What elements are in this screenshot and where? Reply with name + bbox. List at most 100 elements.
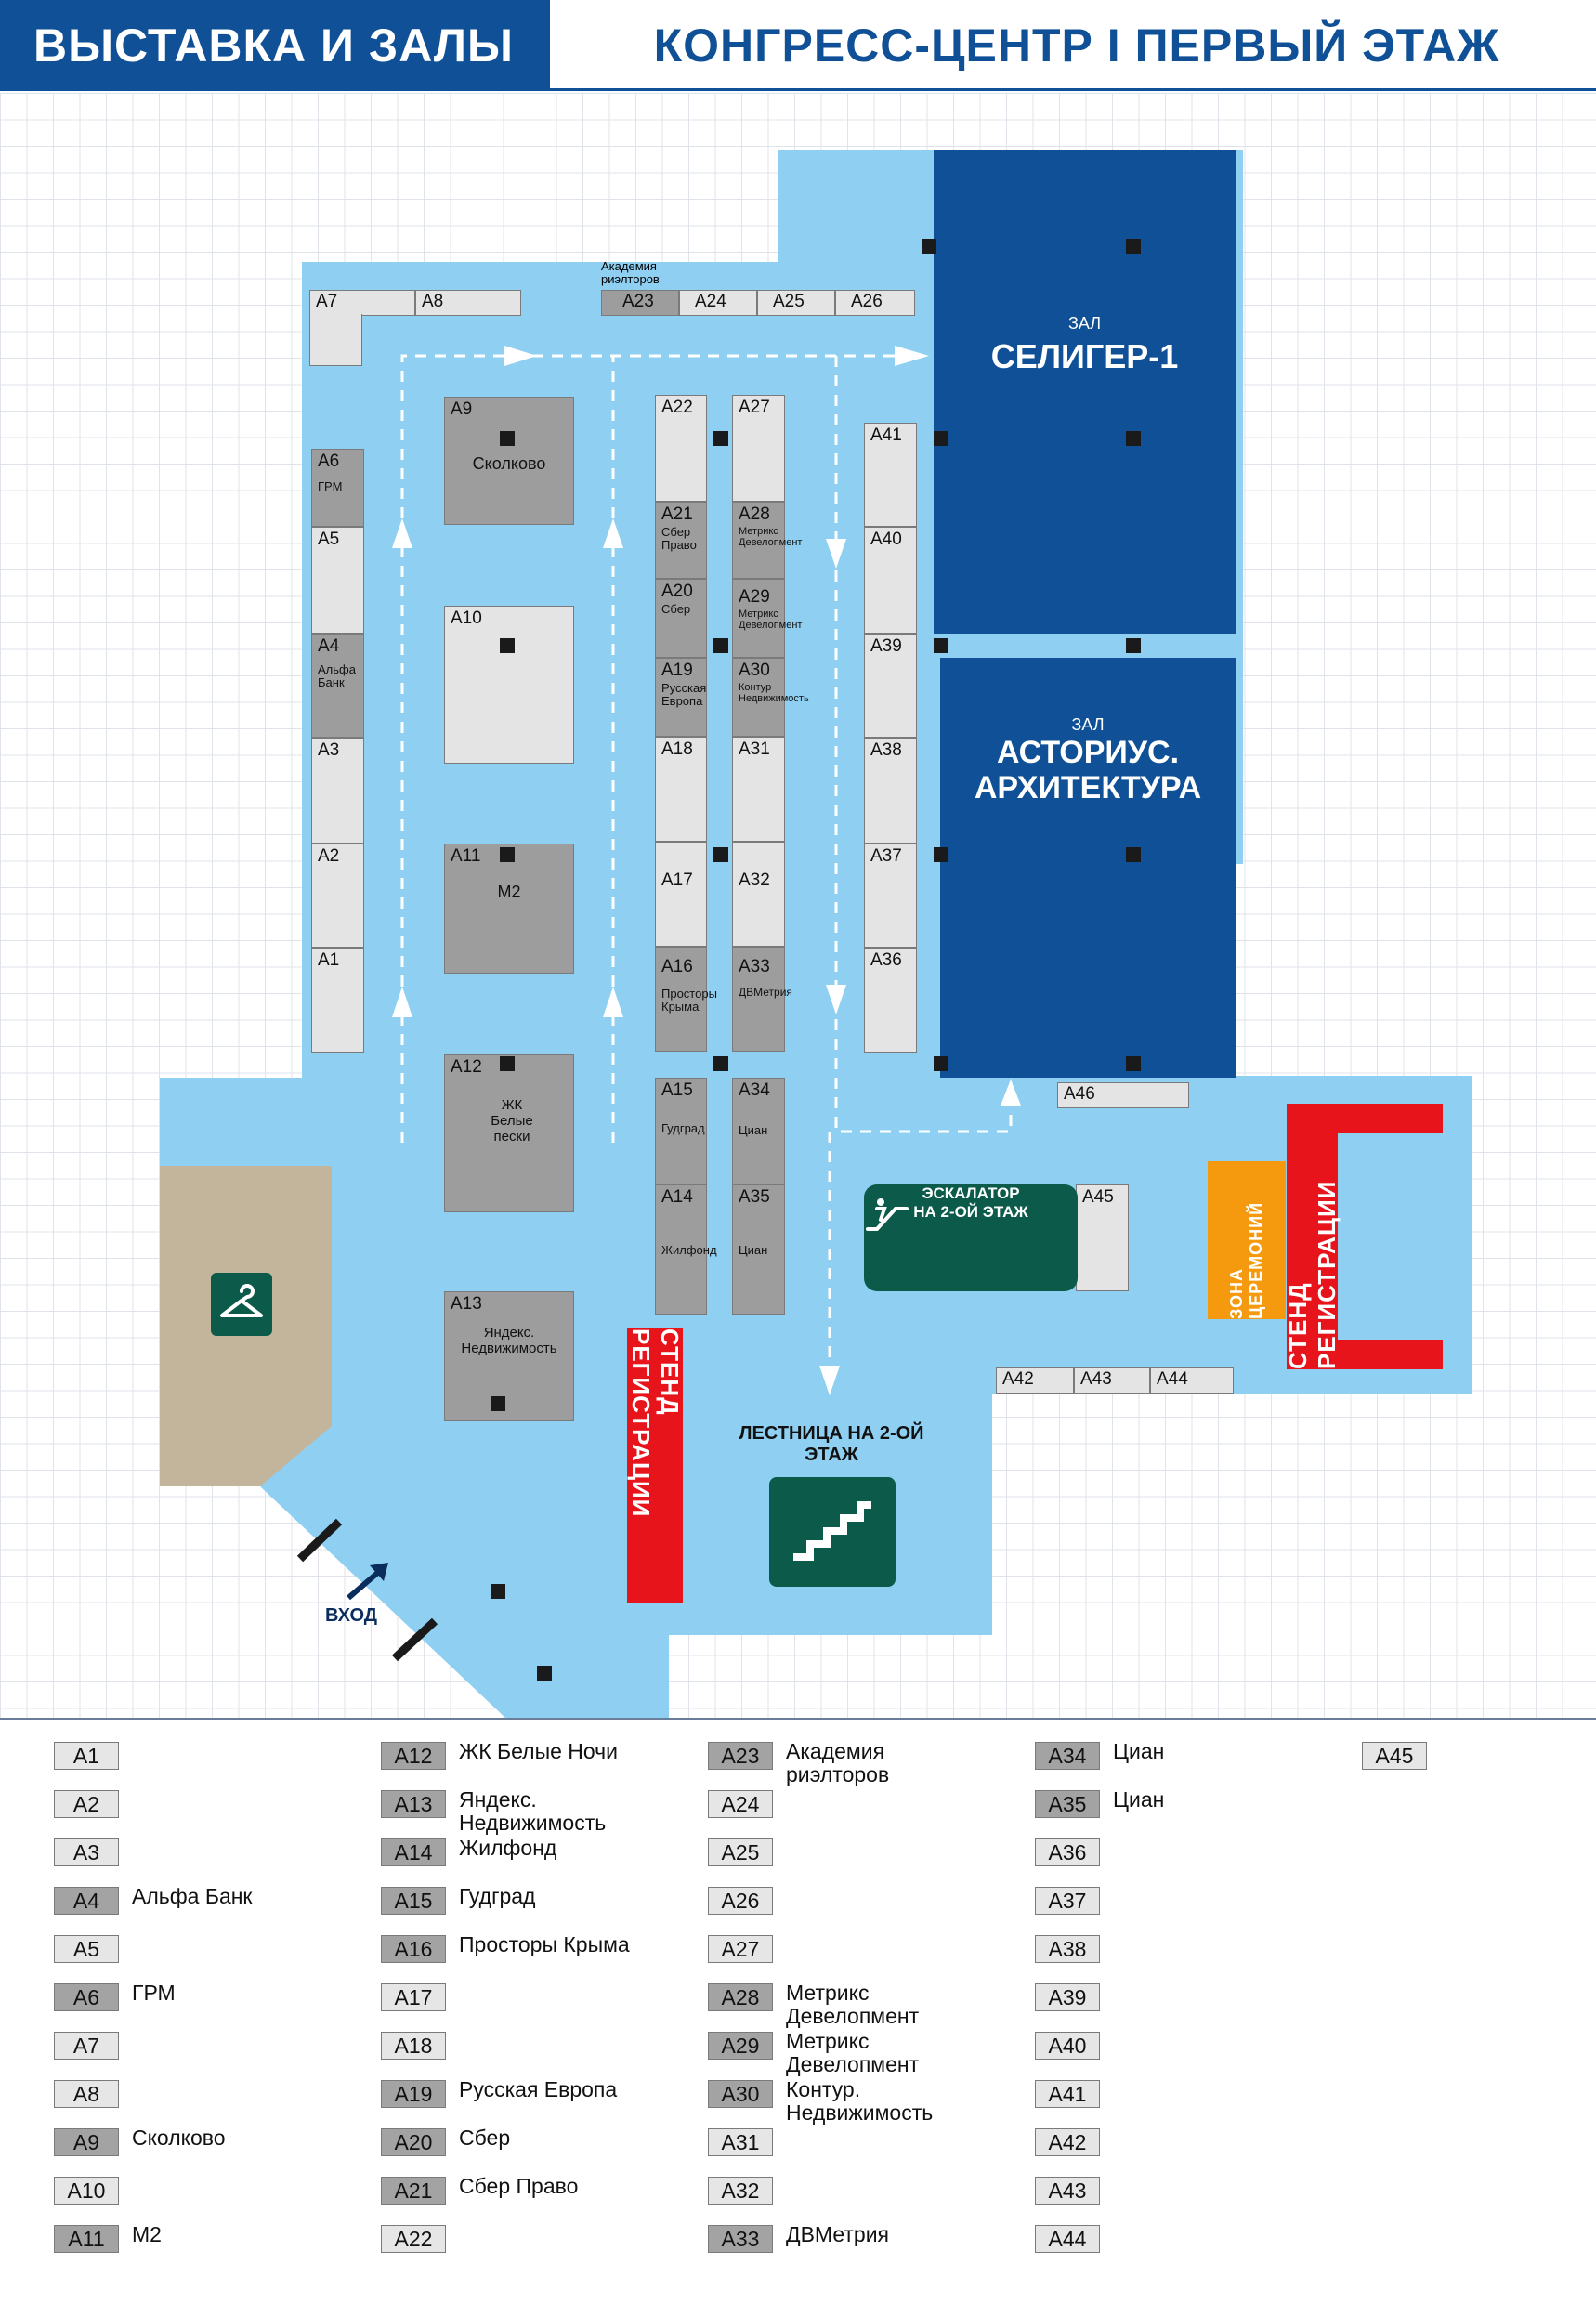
booth-a8[interactable]: A8 — [415, 290, 521, 316]
registration-stand-left[interactable]: СТЕНД РЕГИСТРАЦИИ — [627, 1328, 684, 1603]
legend-item: A27 — [708, 1935, 786, 1963]
hall-seliger[interactable]: ЗАЛ СЕЛИГЕР-1 — [934, 150, 1236, 634]
hanger-icon — [220, 1284, 263, 1317]
booth-a6[interactable]: A6 ГРМ — [311, 449, 364, 527]
booth-company: Гудград — [661, 1121, 705, 1135]
escalator-block[interactable]: ЭСКАЛАТОР НА 2-ОЙ ЭТАЖ — [864, 1184, 1078, 1291]
booth-a24[interactable]: A24 — [679, 290, 757, 316]
legend-item: A7 — [54, 2032, 132, 2060]
legend-code: A11 — [54, 2225, 119, 2253]
legend-item: A38 — [1035, 1935, 1113, 1963]
booth-a1[interactable]: A1 — [311, 948, 364, 1053]
booth-a5[interactable]: A5 — [311, 527, 364, 634]
legend-code: A17 — [381, 1983, 446, 2011]
registration-stand-right[interactable]: СТЕНД РЕГИСТРАЦИИ — [1284, 1104, 1443, 1369]
route-arrows — [392, 346, 1021, 1395]
booth-code: A15 — [661, 1080, 693, 1100]
legend-code: A12 — [381, 1742, 446, 1770]
booth-a9[interactable]: A9 Сколково — [444, 397, 574, 525]
booth-a36[interactable]: A36 — [864, 948, 917, 1053]
booth-a38[interactable]: A38 — [864, 738, 917, 844]
booth-a23-company: Академия риэлторов — [601, 259, 660, 286]
booth-code: A14 — [661, 1187, 693, 1207]
booth-a31[interactable]: A31 — [732, 737, 785, 842]
booth-code: A27 — [739, 398, 770, 417]
booth-code: A43 — [1080, 1369, 1112, 1389]
booth-a17[interactable]: A17 — [655, 842, 707, 947]
booth-a2[interactable]: A2 — [311, 844, 364, 948]
booth-company: ДВМетрия — [739, 986, 792, 999]
booth-a18[interactable]: A18 — [655, 737, 707, 842]
booth-a11[interactable]: A11 М2 — [444, 844, 574, 974]
legend-code: A19 — [381, 2080, 446, 2108]
booth-a26[interactable]: A26 — [835, 290, 915, 316]
legend-code: A28 — [708, 1983, 773, 2011]
booth-a41[interactable]: A41 — [864, 423, 917, 527]
booth-a39[interactable]: A39 — [864, 634, 917, 738]
legend-company: Жилфонд — [459, 1836, 557, 1860]
booth-a45[interactable]: A45 — [1076, 1184, 1129, 1291]
pillar — [500, 431, 515, 446]
ceremony-zone[interactable]: ЗОНА ЦЕРЕМОНИЙ — [1208, 1161, 1286, 1319]
booth-a12[interactable]: A12 ЖК Белые пески — [444, 1054, 574, 1212]
registration-stand-left-label: СТЕНД РЕГИСТРАЦИИ — [627, 1328, 684, 1518]
pillar — [537, 1666, 552, 1681]
booth-a46[interactable]: A46 — [1057, 1082, 1189, 1108]
booth-a44[interactable]: A44 — [1150, 1367, 1234, 1394]
booth-a13[interactable]: A13 Яндекс. Недвижимость — [444, 1291, 574, 1421]
booth-code: A31 — [739, 739, 770, 759]
booth-code: A23 — [622, 292, 654, 311]
legend-item: A31 — [708, 2128, 786, 2156]
booth-a40[interactable]: A40 — [864, 527, 917, 634]
booth-a25[interactable]: A25 — [757, 290, 835, 316]
pillar — [1126, 1056, 1141, 1071]
booth-a7[interactable]: A7 — [309, 290, 415, 316]
booth-a23[interactable]: A23 — [601, 290, 679, 316]
booth-a32[interactable]: A32 — [732, 842, 785, 947]
hall-astorius[interactable]: ЗАЛ АСТОРИУС. АРХИТЕКТУРА — [940, 658, 1236, 1078]
legend-item: A42 — [1035, 2128, 1113, 2156]
booth-code: A4 — [318, 636, 340, 656]
legend-code: A8 — [54, 2080, 119, 2108]
booth-a27[interactable]: A27 — [732, 395, 785, 502]
booth-code: A34 — [739, 1080, 770, 1100]
legend-item: A25 — [708, 1838, 786, 1866]
booth-a42[interactable]: A42 — [996, 1367, 1074, 1394]
escalator-label-1: ЭСКАЛАТОР — [922, 1184, 1020, 1202]
wardrobe-sign[interactable] — [211, 1273, 272, 1336]
booth-a37[interactable]: A37 — [864, 844, 917, 948]
booth-a4[interactable]: A4 Альфа Банк — [311, 634, 364, 738]
legend-item: A39 — [1035, 1983, 1113, 2011]
booth-code: A29 — [739, 587, 770, 607]
booth-a43[interactable]: A43 — [1074, 1367, 1150, 1394]
legend-code: A45 — [1362, 1742, 1427, 1770]
legend-code: A21 — [381, 2177, 446, 2205]
legend-code: A10 — [54, 2177, 119, 2205]
booth-code: A3 — [318, 740, 340, 760]
legend-item: A41 — [1035, 2080, 1113, 2108]
booth-a10[interactable]: A10 — [444, 606, 574, 764]
booth-a22[interactable]: A22 — [655, 395, 707, 502]
stairs-block[interactable] — [769, 1477, 896, 1587]
booth-code: A25 — [773, 292, 805, 311]
booth-a3[interactable]: A3 — [311, 738, 364, 844]
